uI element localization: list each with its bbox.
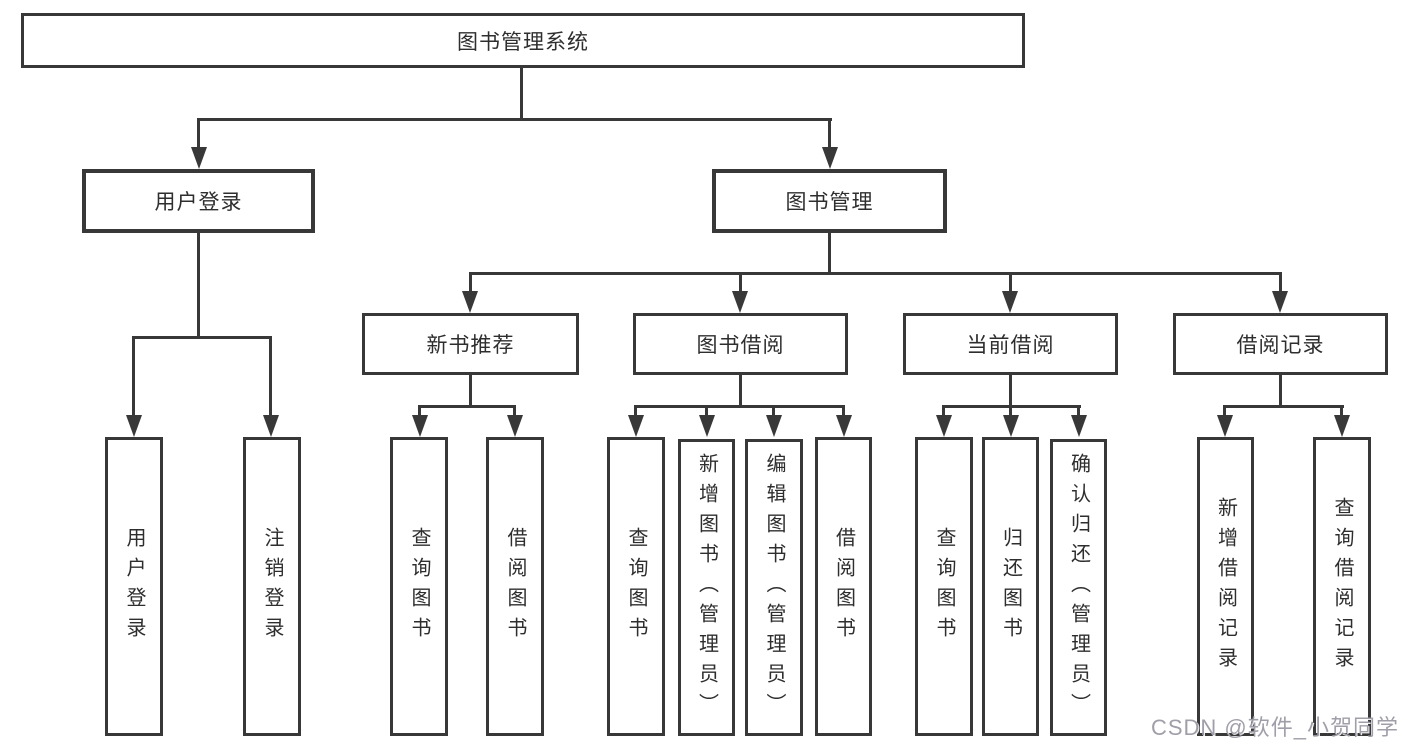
leaf-add-borrow-record: 新增借阅记录: [1197, 437, 1254, 736]
node-root-label: 图书管理系统: [457, 30, 589, 54]
connector-line: [1223, 405, 1226, 415]
connector-line: [418, 405, 516, 408]
leaf-return-books: 归还图书: [982, 437, 1039, 736]
connector-line: [1009, 272, 1012, 291]
node-book-borrowing: 图书借阅: [633, 313, 848, 375]
connector-line: [132, 336, 272, 339]
arrowhead-down: [1217, 415, 1233, 437]
leaf-borrow-books: 借阅图书: [815, 437, 872, 736]
leaf-query-borrow-record-label: 查询借阅记录: [1331, 496, 1353, 677]
arrowhead-down: [732, 291, 748, 313]
arrowhead-down: [1002, 291, 1018, 313]
leaf-query-books-current: 查询图书: [915, 437, 973, 736]
leaf-confirm-return-admin: 确认归还（管理员）: [1050, 439, 1107, 736]
connector-line: [1223, 405, 1344, 408]
arrowhead-down: [1334, 415, 1350, 437]
leaf-add-books-admin: 新增图书（管理员）: [678, 439, 735, 736]
leaf-query-books-borrowing-label: 查询图书: [625, 526, 647, 647]
connector-line: [269, 336, 272, 415]
node-new-book-recommend-label: 新书推荐: [426, 334, 515, 357]
leaf-query-books-recommend-label: 查询图书: [408, 526, 430, 647]
node-current-borrowing: 当前借阅: [903, 313, 1118, 375]
connector-line: [772, 405, 775, 415]
arrowhead-down: [263, 415, 279, 437]
connector-line: [1340, 405, 1343, 415]
connector-line: [842, 405, 845, 415]
connector-line: [705, 405, 708, 415]
connector-line: [513, 405, 516, 415]
connector-line: [942, 405, 945, 415]
leaf-edit-books-admin-label: 编辑图书（管理员）: [763, 452, 785, 723]
leaf-query-borrow-record: 查询借阅记录: [1313, 437, 1371, 736]
leaf-confirm-return-admin-label: 确认归还（管理员）: [1067, 452, 1090, 723]
arrowhead-down: [936, 415, 952, 437]
leaf-borrow-books-label: 借阅图书: [832, 526, 855, 647]
arrowhead-down: [836, 415, 852, 437]
leaf-user-login-label: 用户登录: [123, 526, 145, 647]
arrowhead-down: [191, 147, 207, 169]
node-user-login-label: 用户登录: [154, 191, 243, 214]
node-book-management: 图书管理: [712, 169, 947, 233]
leaf-query-books-current-label: 查询图书: [933, 526, 955, 647]
connector-line: [197, 233, 200, 339]
connector-line: [739, 375, 742, 408]
node-user-login: 用户登录: [82, 169, 315, 233]
arrowhead-down: [462, 291, 478, 313]
leaf-add-books-admin-label: 新增图书（管理员）: [695, 452, 718, 723]
connector-line: [198, 118, 832, 121]
connector-line: [828, 233, 831, 275]
arrowhead-down: [1272, 291, 1288, 313]
connector-line: [1279, 272, 1282, 291]
arrowhead-down: [507, 415, 523, 437]
arrowhead-down: [766, 415, 782, 437]
connector-line: [469, 375, 472, 408]
arrowhead-down: [628, 415, 644, 437]
node-current-borrowing-label: 当前借阅: [966, 334, 1055, 357]
connector-line: [197, 118, 200, 148]
node-borrowing-records: 借阅记录: [1173, 313, 1388, 375]
leaf-borrow-books-recommend-label: 借阅图书: [504, 526, 526, 647]
node-borrowing-records-label: 借阅记录: [1236, 334, 1325, 357]
leaf-logout: 注销登录: [243, 437, 301, 736]
connector-line: [634, 405, 637, 415]
connector-line: [1009, 405, 1012, 415]
connector-line: [1279, 375, 1282, 408]
arrowhead-down: [699, 415, 715, 437]
leaf-edit-books-admin: 编辑图书（管理员）: [745, 439, 803, 736]
connector-line: [634, 405, 845, 408]
connector-line: [1077, 405, 1080, 415]
leaf-query-books-borrowing: 查询图书: [607, 437, 665, 736]
connector-line: [132, 336, 135, 415]
leaf-add-borrow-record-label: 新增借阅记录: [1214, 496, 1237, 677]
connector-line: [828, 118, 831, 148]
connector-line: [1009, 375, 1012, 408]
csdn-watermark: CSDN @软件_小贺同学: [1150, 715, 1399, 740]
leaf-query-books-recommend: 查询图书: [390, 437, 448, 736]
node-root: 图书管理系统: [21, 13, 1025, 68]
leaf-user-login: 用户登录: [105, 437, 163, 736]
connector-line: [469, 272, 1282, 275]
connector-line: [469, 272, 472, 291]
node-book-management-label: 图书管理: [785, 191, 874, 214]
leaf-return-books-label: 归还图书: [999, 526, 1022, 647]
arrowhead-down: [126, 415, 142, 437]
leaf-logout-label: 注销登录: [261, 526, 283, 647]
connector-line: [520, 68, 523, 121]
leaf-borrow-books-recommend: 借阅图书: [486, 437, 544, 736]
node-new-book-recommend: 新书推荐: [362, 313, 579, 375]
arrowhead-down: [1003, 415, 1019, 437]
connector-line: [739, 272, 742, 291]
connector-line: [418, 405, 421, 415]
arrowhead-down: [1071, 415, 1087, 437]
node-book-borrowing-label: 图书借阅: [696, 334, 785, 357]
arrowhead-down: [412, 415, 428, 437]
arrowhead-down: [822, 147, 838, 169]
